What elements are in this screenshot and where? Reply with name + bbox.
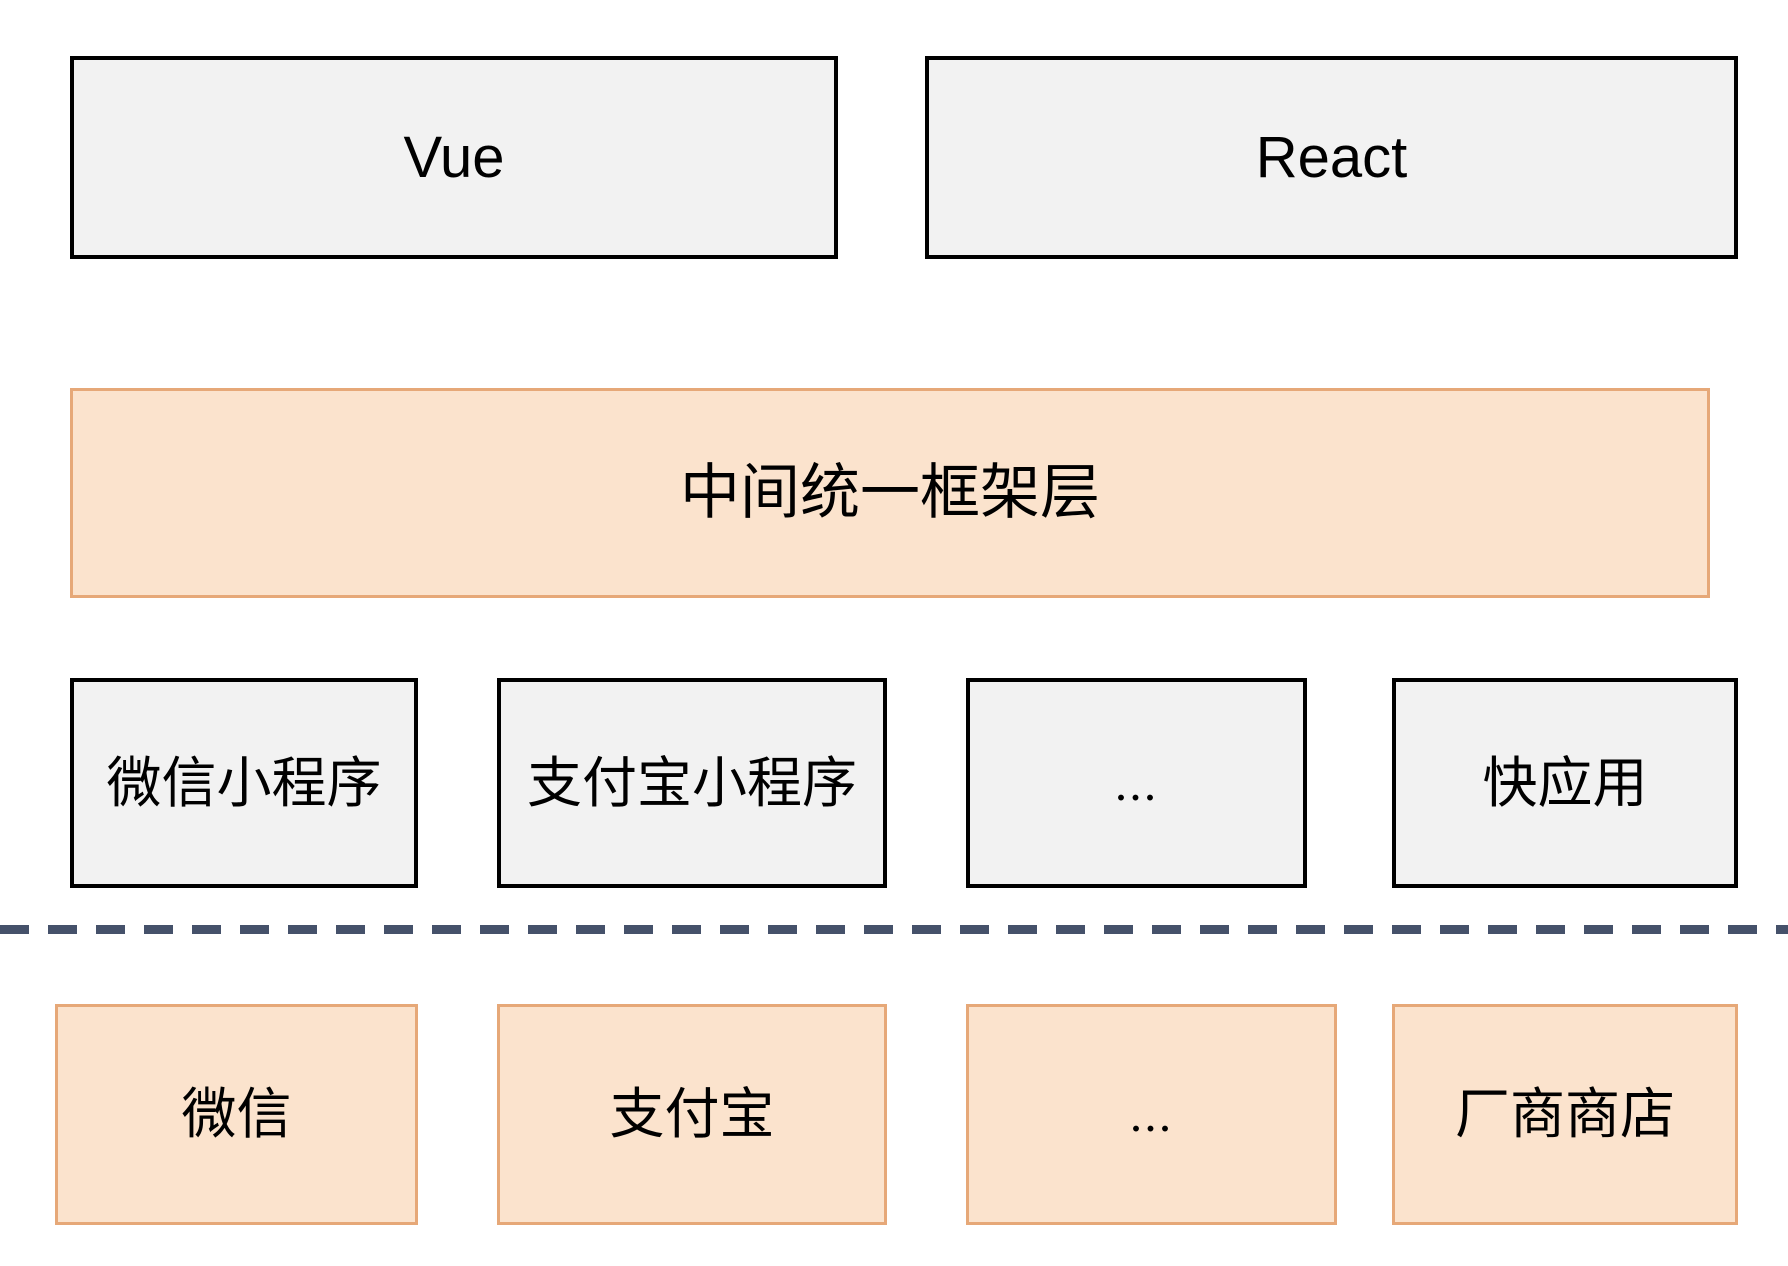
node-middle-framework-layer[interactable]: 中间统一框架层 [70,388,1710,598]
node-alipay-miniprogram[interactable]: 支付宝小程序 [497,678,887,888]
node-wechat-host[interactable]: 微信 [55,1004,418,1225]
dashed-divider-line [0,925,1788,934]
node-other-host[interactable]: ... [966,1004,1337,1225]
node-vendor-store-label: 厂商商店 [1454,1082,1675,1147]
node-wechat-miniprogram-label: 微信小程序 [106,750,382,815]
node-vue[interactable]: Vue [70,56,838,259]
node-vue-label: Vue [403,124,505,190]
node-other-miniprogram[interactable]: ... [966,678,1307,888]
node-other-miniprogram-label: ... [1114,754,1159,811]
node-alipay-host[interactable]: 支付宝 [497,1004,887,1225]
node-wechat-miniprogram[interactable]: 微信小程序 [70,678,418,888]
dashed-divider [0,925,1788,934]
node-alipay-miniprogram-label: 支付宝小程序 [526,750,857,815]
node-middle-framework-layer-label: 中间统一框架层 [680,458,1100,528]
node-quick-app[interactable]: 快应用 [1392,678,1738,888]
node-vendor-store[interactable]: 厂商商店 [1392,1004,1738,1225]
node-react-label: React [1255,124,1408,190]
node-react[interactable]: React [925,56,1738,259]
node-quick-app-label: 快应用 [1482,750,1648,815]
node-other-host-label: ... [1129,1086,1174,1142]
node-wechat-host-label: 微信 [181,1082,292,1147]
node-alipay-host-label: 支付宝 [609,1082,775,1147]
